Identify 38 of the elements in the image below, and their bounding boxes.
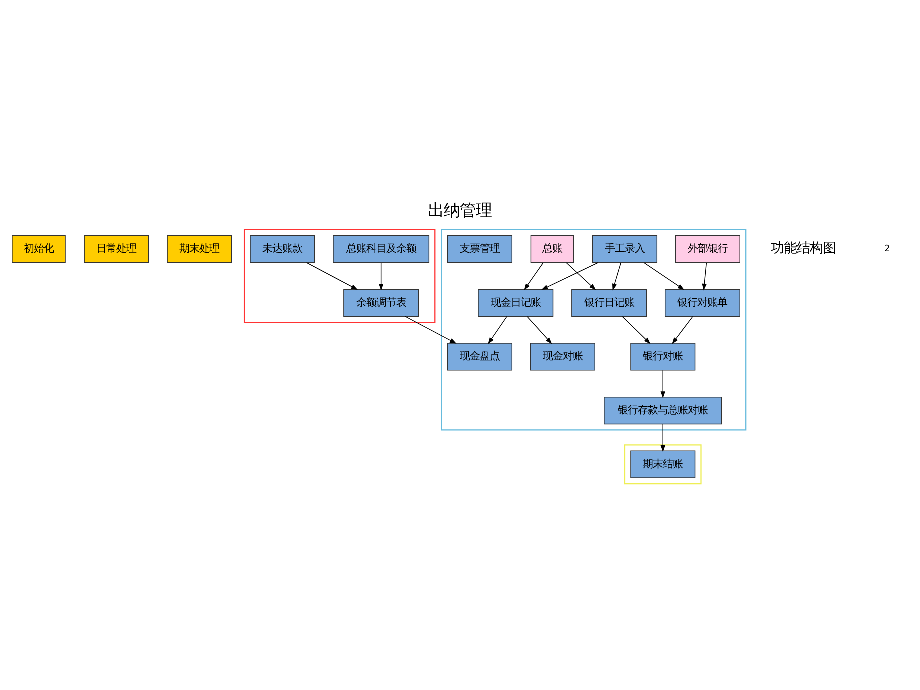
arrow bbox=[612, 262, 622, 291]
node-box: 银行存款与总账对账 bbox=[604, 396, 722, 425]
node-box: 余额调节表 bbox=[344, 289, 420, 317]
arrow bbox=[527, 316, 552, 344]
node-box: 初始化 bbox=[12, 236, 66, 264]
arrow bbox=[566, 262, 596, 290]
arrow bbox=[672, 316, 694, 344]
node-box: 手工录入 bbox=[592, 236, 658, 264]
diagram-title: 出纳管理 bbox=[428, 201, 492, 220]
node-box: 总账 bbox=[530, 236, 574, 264]
node-box: 未达账款 bbox=[250, 236, 316, 264]
node-box: 银行对账 bbox=[630, 343, 696, 371]
node-box: 现金对账 bbox=[530, 343, 596, 371]
node-box: 现金盘点 bbox=[447, 343, 512, 371]
arrow bbox=[524, 262, 544, 291]
node-box: 期末结账 bbox=[630, 450, 696, 478]
label: 功能结构图 bbox=[771, 242, 836, 257]
cluster bbox=[441, 229, 747, 431]
cluster bbox=[244, 229, 436, 324]
node-box: 支票管理 bbox=[447, 236, 512, 264]
arrow bbox=[378, 262, 384, 291]
node-box: 期末处理 bbox=[167, 236, 232, 264]
arrow bbox=[488, 316, 508, 344]
arrow bbox=[306, 262, 358, 290]
arrow bbox=[405, 316, 457, 344]
node-box: 日常处理 bbox=[84, 236, 150, 264]
arrow bbox=[702, 262, 708, 291]
arrow bbox=[660, 424, 666, 452]
node-box: 现金日记账 bbox=[478, 289, 554, 317]
arrow bbox=[622, 316, 651, 344]
arrow bbox=[541, 262, 599, 290]
label: 2 bbox=[884, 244, 890, 255]
arrow bbox=[660, 370, 666, 398]
node-box: 银行日记账 bbox=[572, 289, 648, 317]
node-box: 银行对账单 bbox=[665, 289, 740, 317]
node-box: 总账科目及余额 bbox=[333, 236, 430, 264]
arrow bbox=[644, 262, 685, 290]
node-box: 外部银行 bbox=[675, 236, 740, 264]
